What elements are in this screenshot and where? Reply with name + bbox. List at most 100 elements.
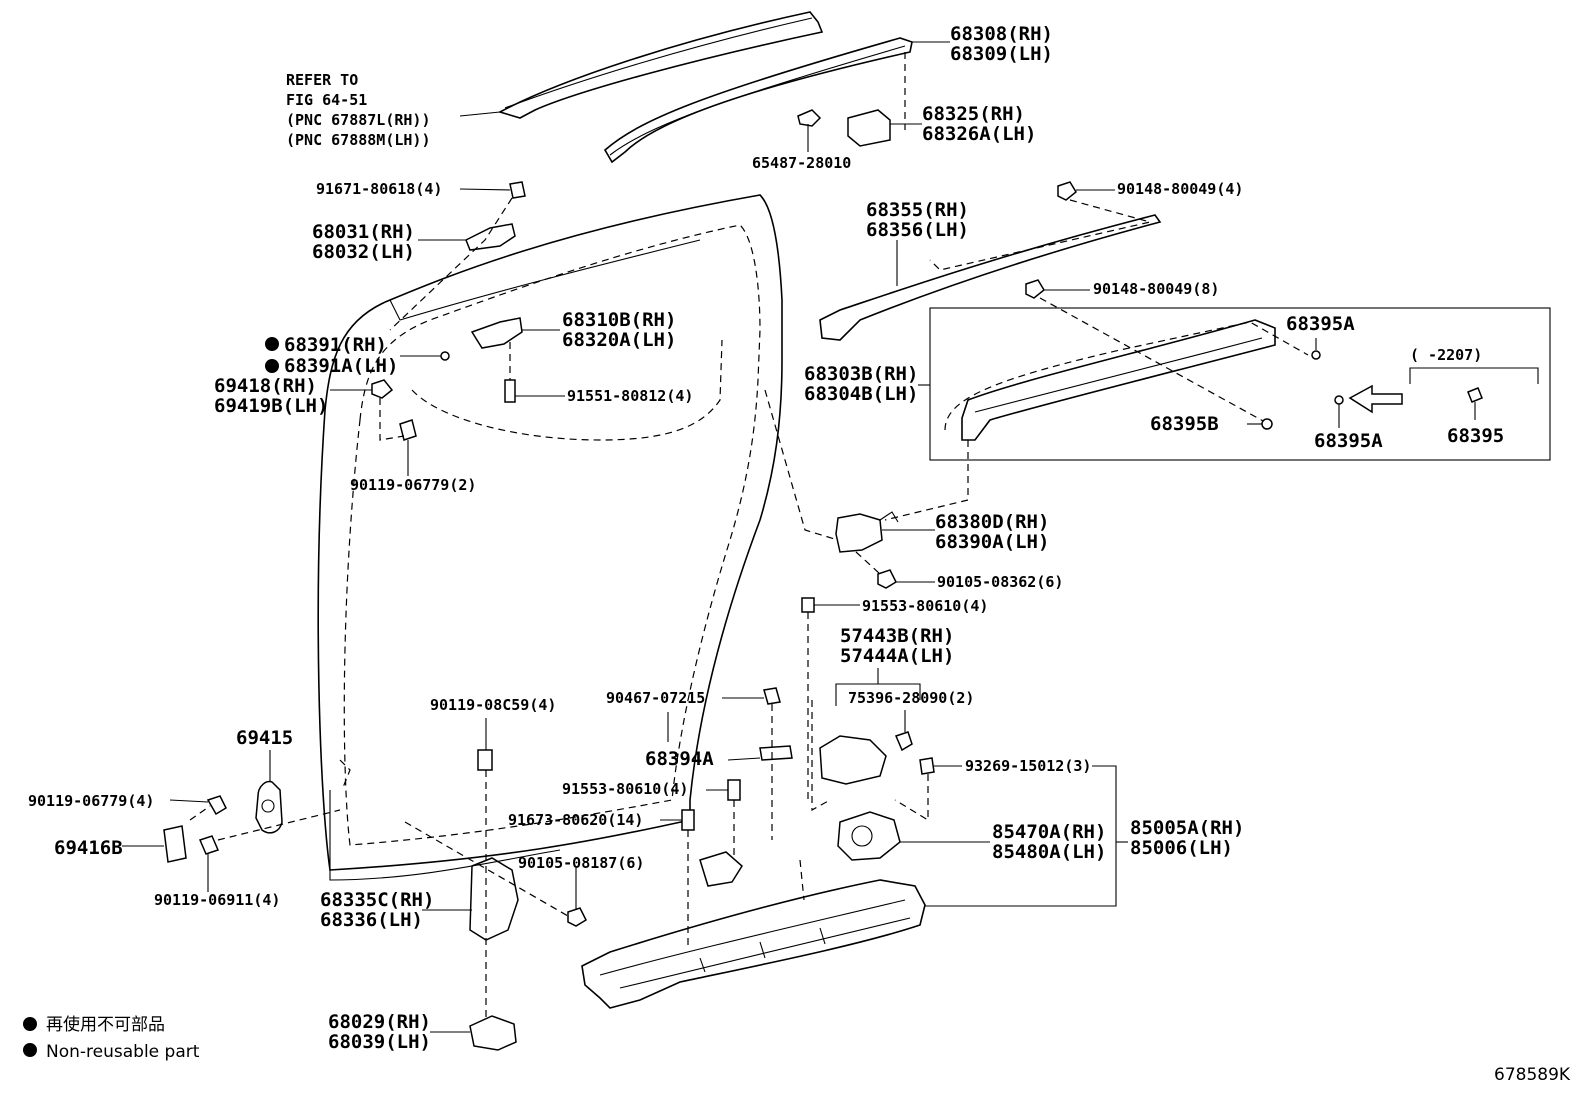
label-68356: 68356(LH) — [866, 219, 969, 241]
range-bracket — [1409, 367, 1539, 384]
bolt-90119b — [477, 749, 493, 771]
label-91553a: 91553-80610(4) — [862, 597, 988, 615]
bracket-68310 — [470, 317, 523, 349]
bracket-68325 — [847, 109, 891, 147]
parts-drawing — [163, 11, 1551, 1051]
label-90148b: 90148-80049(8) — [1093, 280, 1219, 298]
label-68395: 68395 — [1447, 425, 1504, 447]
label-85006: 85006(LH) — [1130, 837, 1233, 859]
label-68390: 68390A(LH) — [935, 531, 1049, 553]
clip-68395 — [1467, 387, 1483, 403]
label-90467: 90467-07215 — [606, 689, 705, 707]
pad-68391 — [440, 351, 450, 361]
bolt-91553a — [801, 597, 815, 613]
lower-rail-assembly — [581, 879, 926, 1009]
bolt-90105b — [567, 907, 587, 927]
label-68395b: 68395B — [1150, 413, 1219, 435]
bolt-91553b — [727, 779, 741, 801]
legend: 再使用不可部品 Non-reusable part — [23, 1014, 200, 1062]
label-90105b: 90105-08187(6) — [518, 854, 644, 872]
label-91553b: 91553-80610(4) — [562, 780, 688, 798]
detail-arrow — [1348, 384, 1403, 414]
refer-note-line3: (PNC 67887L(RH)) — [286, 111, 431, 129]
retainer-68394 — [759, 745, 793, 761]
label-90119a: 90119-06779(2) — [350, 476, 476, 494]
bracket-small — [699, 851, 743, 887]
upper-rail-68355 — [819, 214, 1162, 341]
bolt-90119c — [206, 795, 227, 816]
label-68304: 68304B(LH) — [804, 383, 918, 405]
legend-text-en: Non-reusable part — [46, 1042, 200, 1062]
plate-69415 — [255, 780, 283, 834]
label-90119b: 90119-08C59(4) — [430, 696, 556, 714]
bolt-90105a — [877, 569, 897, 589]
label-93269: 93269-15012(3) — [965, 757, 1091, 775]
bolt-91673 — [681, 809, 695, 831]
label-90119c: 90119-06779(4) — [28, 792, 154, 810]
label-68309: 68309(LH) — [950, 43, 1053, 65]
bolt-90148a — [1057, 181, 1077, 201]
part-labels: REFER TO FIG 64-51 (PNC 67887L(RH)) (PNC… — [28, 23, 1504, 1053]
label-68325: 68325(RH) — [922, 103, 1025, 125]
label-68308: 68308(RH) — [950, 23, 1053, 45]
label-91673: 91673-80620(14) — [508, 811, 643, 829]
label-75396: 75396-28090(2) — [848, 689, 974, 707]
label-85480: 85480A(LH) — [992, 841, 1106, 863]
clip-90467 — [763, 687, 781, 705]
label-68380: 68380D(RH) — [935, 511, 1049, 533]
label-69419: 69419B(LH) — [214, 395, 328, 417]
label-69415: 69415 — [236, 727, 293, 749]
label-68031: 68031(RH) — [312, 221, 415, 243]
label-68335: 68335C(RH) — [320, 889, 434, 911]
hinge-68029 — [469, 1015, 517, 1051]
center-rail-68303 — [961, 319, 1276, 441]
label-85470: 85470A(RH) — [992, 821, 1106, 843]
nut-68395a-top — [1311, 350, 1321, 360]
label-90148a: 90148-80049(4) — [1117, 180, 1243, 198]
label-68032: 68032(LH) — [312, 241, 415, 263]
bolt-93269 — [919, 757, 935, 775]
label-68395a-bottom: 68395A — [1314, 430, 1383, 452]
bolt-90148b — [1025, 279, 1045, 299]
refer-note-line2: FIG 64-51 — [286, 91, 367, 109]
label-68391: 68391(RH) — [284, 334, 387, 356]
label-65487: 65487-28010 — [752, 154, 851, 172]
legend-marker-2 — [23, 1043, 37, 1057]
label-68326: 68326A(LH) — [922, 123, 1036, 145]
door-frame — [317, 194, 783, 871]
label-68394: 68394A — [645, 748, 714, 770]
nut-68395a-bot — [1334, 395, 1344, 405]
door-frame-inner — [343, 224, 761, 846]
label-68039: 68039(LH) — [328, 1031, 431, 1053]
hinge-68335 — [469, 857, 519, 941]
bolt-90119d — [198, 835, 220, 855]
upper-frame-molding — [497, 11, 824, 119]
outer-molding — [603, 37, 913, 164]
label-91551: 91551-80812(4) — [567, 387, 693, 405]
detail-box — [929, 307, 1551, 461]
label-68395a-top: 68395A — [1286, 313, 1355, 335]
label-91671: 91671-80618(4) — [316, 180, 442, 198]
label-69416: 69416B — [54, 837, 123, 859]
label-68391a: 68391A(LH) — [284, 355, 398, 377]
figure-code: 678589K — [1494, 1065, 1571, 1085]
nut-68395b — [1261, 418, 1273, 430]
label-range: ( -2207) — [1410, 346, 1482, 364]
label-90119d: 90119-06911(4) — [154, 891, 280, 909]
label-68303: 68303B(RH) — [804, 363, 918, 385]
refer-note-line1: REFER TO — [286, 71, 358, 89]
legend-text-jp: 再使用不可部品 — [46, 1014, 165, 1035]
bolt-90119a — [399, 419, 417, 441]
bolt-91671 — [509, 181, 526, 199]
label-68320: 68320A(LH) — [562, 329, 676, 351]
label-57444: 57444A(LH) — [840, 645, 954, 667]
bolt-91551 — [504, 379, 516, 403]
refer-note-line4: (PNC 67888M(LH)) — [286, 131, 431, 149]
label-68355: 68355(RH) — [866, 199, 969, 221]
label-68336: 68336(LH) — [320, 909, 423, 931]
part-69418 — [371, 379, 394, 399]
label-85005: 85005A(RH) — [1130, 817, 1244, 839]
leader-lines — [122, 41, 1476, 1033]
label-69418: 69418(RH) — [214, 375, 317, 397]
